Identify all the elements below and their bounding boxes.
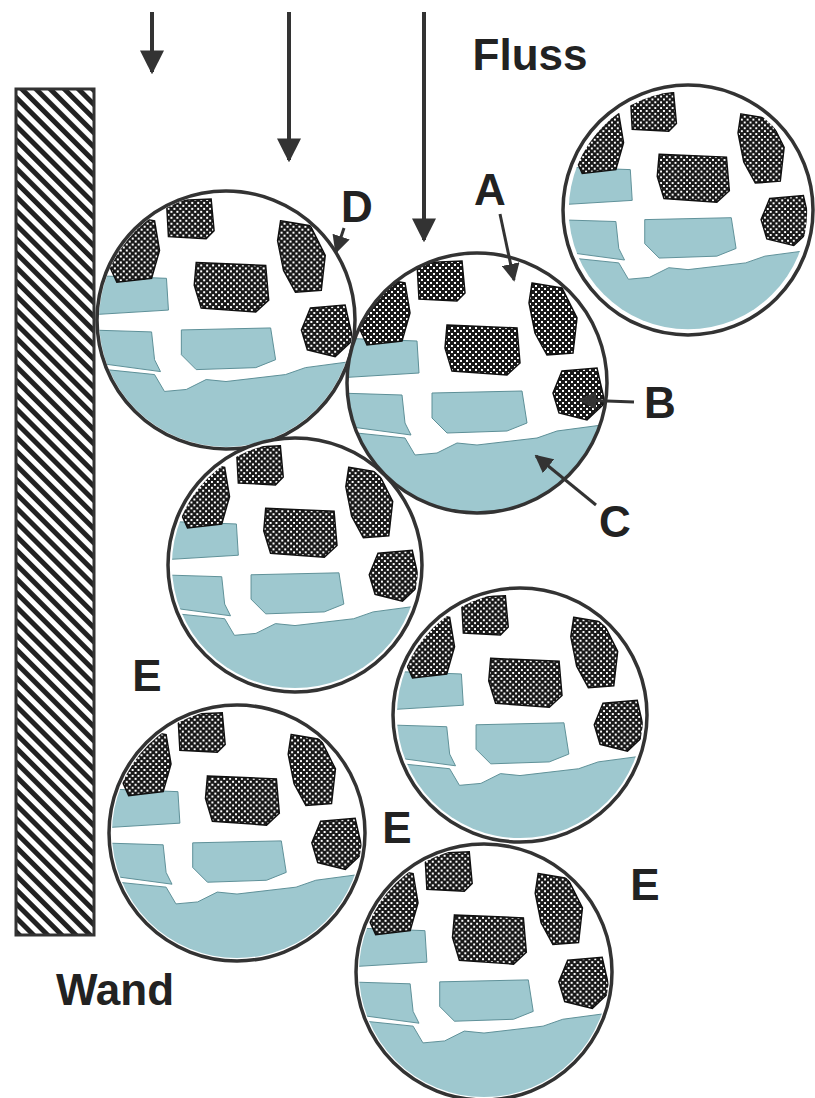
leader-arrow	[536, 456, 596, 505]
liquid-film	[99, 872, 375, 970]
leader-arrow	[580, 400, 634, 402]
solid-grain	[264, 508, 337, 557]
particle	[99, 705, 375, 971]
part-letter: A	[474, 168, 506, 212]
liquid-film	[432, 391, 527, 433]
particle	[158, 438, 432, 702]
solid-grain	[461, 596, 508, 635]
solid-grain	[205, 776, 279, 825]
liquid-film	[158, 604, 432, 702]
part-letter: D	[341, 185, 373, 229]
solid-grain	[573, 109, 624, 173]
leader-arrow	[500, 214, 514, 280]
wall	[16, 89, 94, 935]
flow-arrow	[287, 12, 291, 160]
solid-grain	[194, 262, 268, 312]
particle-outline	[356, 844, 612, 1098]
solid-grain	[301, 305, 353, 357]
solid-grain	[489, 658, 562, 707]
particle-outline	[97, 191, 355, 449]
solid-grain	[452, 915, 526, 964]
solid-grain	[236, 446, 283, 485]
liquid-film	[251, 573, 344, 614]
particles	[87, 85, 815, 1098]
liquid-film	[181, 328, 275, 370]
solid-grain	[559, 957, 610, 1008]
liquid-film	[553, 248, 815, 344]
solid-grain	[369, 550, 420, 601]
solid-grain	[312, 818, 363, 869]
particle	[383, 588, 657, 852]
leader-arrow	[336, 228, 344, 252]
particle-outline	[109, 705, 365, 961]
solid-grain	[761, 196, 811, 246]
solid-grain	[553, 368, 605, 420]
liquid-film	[383, 754, 657, 852]
liquid-film	[476, 723, 569, 764]
part-letter: C	[599, 500, 631, 544]
solid-grain	[630, 93, 676, 131]
solid-grain	[178, 462, 230, 527]
solid-grain	[417, 261, 465, 301]
particle-outline	[563, 85, 813, 335]
particle	[346, 844, 622, 1098]
solid-grain	[366, 869, 418, 935]
part-letter: E	[382, 806, 411, 850]
liquid-film	[440, 980, 534, 1021]
particle-texture	[87, 199, 365, 459]
part-letter: E	[630, 863, 659, 907]
flow-arrow	[150, 12, 154, 72]
solid-grain	[119, 730, 171, 796]
solid-grain	[403, 612, 455, 677]
part-letter: E	[132, 654, 161, 698]
particle-outline	[393, 588, 647, 842]
solid-grain	[445, 325, 520, 375]
solid-grain	[657, 154, 729, 202]
part-letter: B	[644, 381, 676, 425]
solid-grain	[357, 278, 410, 345]
flow-label: Fluss	[473, 33, 588, 77]
liquid-film	[193, 841, 287, 882]
particle-outline	[168, 438, 422, 692]
leader-lines	[336, 214, 634, 505]
solid-grain	[166, 199, 214, 239]
solid-grain	[107, 216, 160, 282]
liquid-film	[645, 218, 736, 258]
wall-label: Wand	[56, 968, 174, 1012]
solid-grain	[594, 700, 645, 751]
flow-arrow	[422, 12, 426, 240]
particle	[87, 191, 365, 459]
solid-grain	[178, 713, 225, 752]
solid-grain	[425, 852, 472, 891]
particle	[553, 85, 815, 345]
